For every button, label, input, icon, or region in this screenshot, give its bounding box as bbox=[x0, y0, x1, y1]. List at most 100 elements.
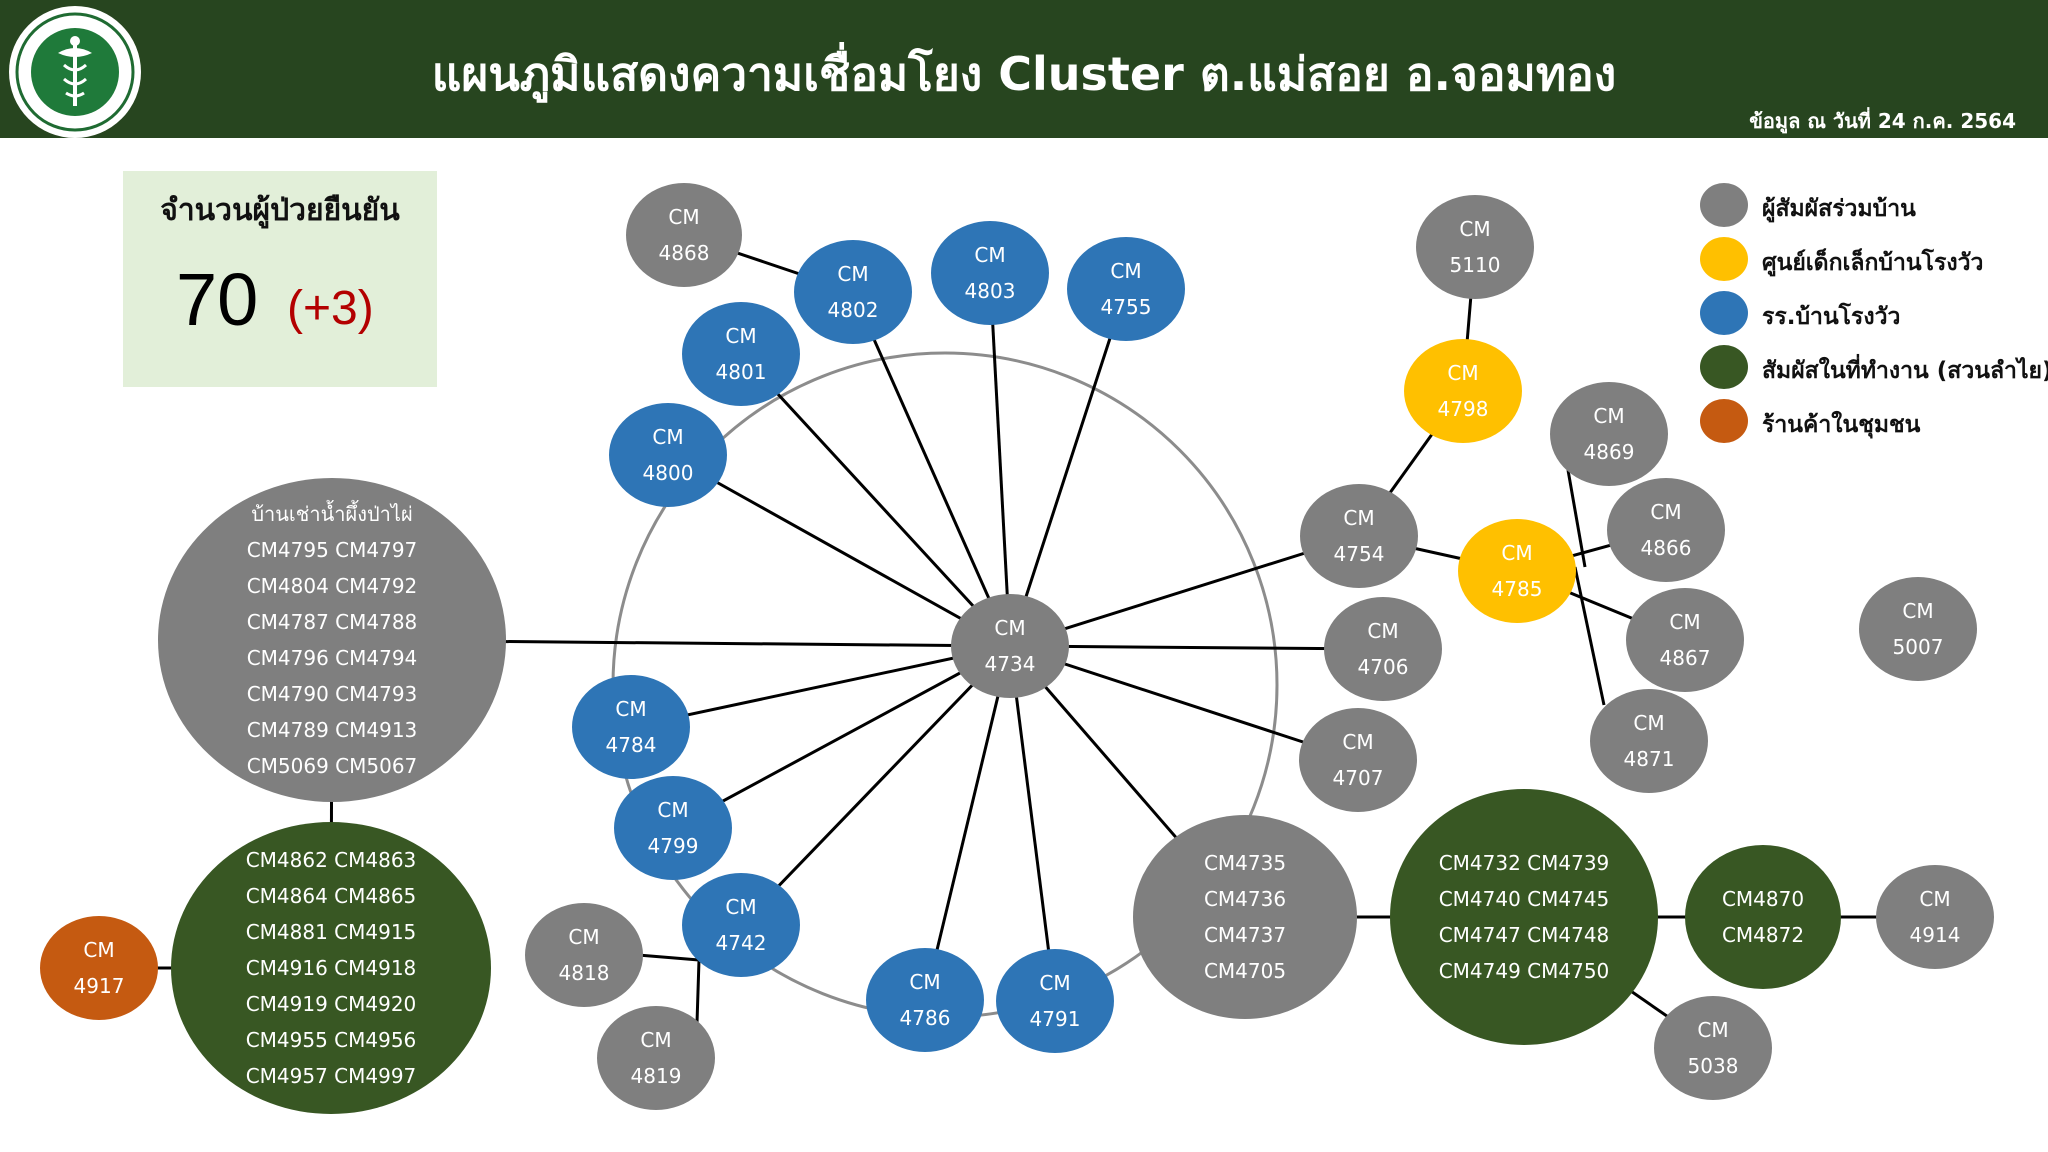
node-4803-label-0: CM bbox=[974, 243, 1005, 267]
node-4800-label-1: 4800 bbox=[643, 461, 694, 485]
node-4784-label-0: CM bbox=[615, 697, 646, 721]
node-house-label-4: CM4796 CM4794 bbox=[247, 646, 418, 670]
node-4755-label-0: CM bbox=[1110, 259, 1141, 283]
node-house-label-7: CM5069 CM5067 bbox=[247, 754, 418, 778]
node-4785-circle bbox=[1458, 519, 1576, 623]
legend-household-dot-icon bbox=[1700, 183, 1748, 227]
node-work2-circle bbox=[1390, 789, 1658, 1045]
node-house-label-6: CM4789 CM4913 bbox=[247, 718, 418, 742]
node-house-label-0: บ้านเช่าน้ำผึ้งป่าไผ่ bbox=[251, 500, 412, 526]
node-4784-label-1: 4784 bbox=[606, 733, 657, 757]
node-house-label-2: CM4804 CM4792 bbox=[247, 574, 418, 598]
confirmed-count-delta: (+3) bbox=[287, 282, 374, 335]
node-4798-label-1: 4798 bbox=[1438, 397, 1489, 421]
node-5007-label-0: CM bbox=[1902, 599, 1933, 623]
node-work2-label-3: CM4749 CM4750 bbox=[1439, 959, 1610, 983]
node-work2-label-1: CM4740 CM4745 bbox=[1439, 887, 1610, 911]
edge-4734-4786 bbox=[923, 645, 1012, 1001]
node-4754-circle bbox=[1300, 484, 1418, 588]
node-4742-label-0: CM bbox=[725, 895, 756, 919]
edge-4734-4801 bbox=[739, 352, 1012, 648]
node-work1-label-3: CM4916 CM4918 bbox=[246, 956, 417, 980]
node-4707-label-1: 4707 bbox=[1333, 766, 1384, 790]
node-work3-label-1: CM4872 bbox=[1722, 923, 1804, 947]
node-4801-circle bbox=[682, 302, 800, 406]
node-work1-label-0: CM4862 CM4863 bbox=[246, 848, 417, 872]
node-4917-circle bbox=[40, 916, 158, 1020]
node-work1-label-1: CM4864 CM4865 bbox=[246, 884, 417, 908]
node-5038-label-0: CM bbox=[1697, 1018, 1728, 1042]
node-4818: CM 4818 bbox=[525, 903, 643, 1007]
node-4819-label-0: CM bbox=[640, 1028, 671, 1052]
legend-shop-dot-icon bbox=[1700, 399, 1748, 443]
node-work1-label-5: CM4955 CM4956 bbox=[246, 1028, 417, 1052]
node-4784-circle bbox=[572, 675, 690, 779]
legend-school-dot-icon bbox=[1700, 291, 1748, 335]
legend-childcare-dot-icon bbox=[1700, 237, 1748, 281]
node-4917-label-1: 4917 bbox=[74, 974, 125, 998]
page-title: แผนภูมิแสดงความเชื่อมโยง Cluster ต.แม่สอ… bbox=[431, 47, 1617, 101]
node-4868-label-1: 4868 bbox=[659, 241, 710, 265]
node-5110-circle bbox=[1416, 195, 1534, 299]
node-4755-label-1: 4755 bbox=[1101, 295, 1152, 319]
node-4784: CM 4784 bbox=[572, 675, 690, 779]
node-5038-circle bbox=[1654, 996, 1772, 1100]
node-4707-circle bbox=[1299, 708, 1417, 812]
legend-workplace-dot-icon bbox=[1700, 345, 1748, 389]
node-4800-label-0: CM bbox=[652, 425, 683, 449]
edge-4785-4869 bbox=[1566, 469, 1587, 568]
legend-childcare-label: ศูนย์เด็กเล็กบ้านโรงวัว bbox=[1762, 250, 1984, 276]
node-grp4735-label-0: CM4735 bbox=[1204, 851, 1286, 875]
node-4867-label-1: 4867 bbox=[1660, 646, 1711, 670]
node-4819-circle bbox=[597, 1006, 715, 1110]
node-work3-circle bbox=[1685, 845, 1841, 989]
node-4706-label-1: 4706 bbox=[1358, 655, 1409, 679]
node-4818-circle bbox=[525, 903, 643, 1007]
node-4914-label-1: 4914 bbox=[1910, 923, 1961, 947]
node-4755-circle bbox=[1067, 237, 1185, 341]
node-work1-label-4: CM4919 CM4920 bbox=[246, 992, 417, 1016]
node-4867-label-0: CM bbox=[1669, 610, 1700, 634]
node-5038: CM 5038 bbox=[1654, 996, 1772, 1100]
node-4871-label-0: CM bbox=[1633, 711, 1664, 735]
node-4819-label-1: 4819 bbox=[631, 1064, 682, 1088]
node-4818-label-1: 4818 bbox=[559, 961, 610, 985]
confirmed-count-label: จำนวนผู้ป่วยยืนยัน bbox=[160, 193, 400, 228]
confirmed-count-value: 70 bbox=[176, 258, 259, 341]
edge-4734-4742 bbox=[739, 644, 1012, 927]
node-4785-label-1: 4785 bbox=[1492, 577, 1543, 601]
node-work1-label-2: CM4881 CM4915 bbox=[246, 920, 417, 944]
edge-4734-4754 bbox=[1009, 534, 1360, 648]
node-4791-circle bbox=[996, 949, 1114, 1053]
node-4754-label-1: 4754 bbox=[1334, 542, 1385, 566]
node-4869-circle bbox=[1550, 382, 1668, 486]
edge-4785-4871 bbox=[1573, 566, 1606, 706]
node-4819: CM 4819 bbox=[597, 1006, 715, 1110]
node-4799-label-1: 4799 bbox=[648, 834, 699, 858]
node-4869-label-1: 4869 bbox=[1584, 440, 1635, 464]
node-4914-circle bbox=[1876, 865, 1994, 969]
node-4785-label-0: CM bbox=[1501, 541, 1532, 565]
edge-4734-4707 bbox=[1009, 644, 1359, 762]
edge-4734-4803 bbox=[988, 272, 1012, 647]
node-4818-label-0: CM bbox=[568, 925, 599, 949]
node-4869-label-0: CM bbox=[1593, 404, 1624, 428]
node-house-label-1: CM4795 CM4797 bbox=[247, 538, 418, 562]
node-4802-label-1: 4802 bbox=[828, 298, 879, 322]
legend-school-label: รร.บ้านโรงวัว bbox=[1762, 304, 1901, 330]
node-5038-label-1: 5038 bbox=[1688, 1054, 1739, 1078]
node-work3-label-0: CM4870 bbox=[1722, 887, 1804, 911]
